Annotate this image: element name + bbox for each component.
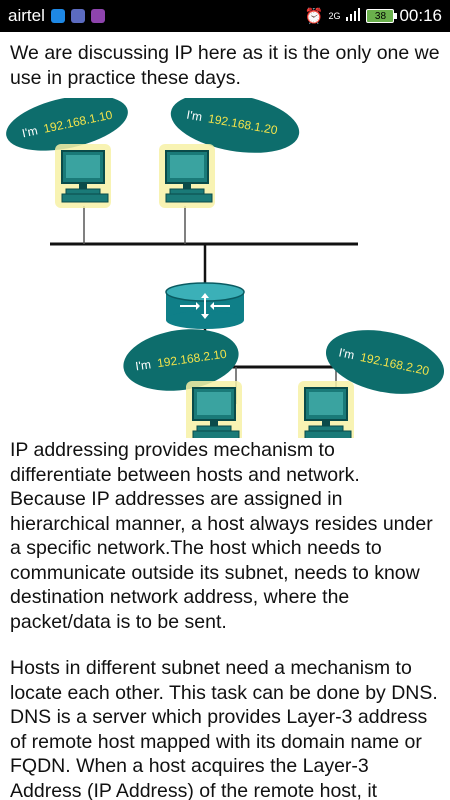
ip-bubble-3: I'm 192.168.2.10 — [123, 329, 239, 391]
clock: 00:16 — [399, 6, 442, 25]
ip-bubble-2: I'm 192.168.1.20 — [170, 98, 300, 153]
router-icon — [165, 282, 245, 329]
network-diagram: I'm 192.168.1.10 I'm 192.168.1.20 I'm 19… — [6, 98, 445, 438]
paragraph-dns: Hosts in different subnet need a mechani… — [10, 657, 438, 800]
carrier-label: airtel — [8, 6, 45, 25]
notification-icon — [50, 9, 65, 23]
computer-icon-2 — [158, 143, 216, 209]
computer-icon-4 — [297, 380, 355, 438]
alarm-icon: ⏰ — [304, 8, 324, 25]
app-icon — [90, 9, 105, 23]
paragraph-addressing: IP addressing provides mechanism to diff… — [10, 439, 433, 633]
signal-icon — [345, 6, 361, 26]
battery-icon: 38 — [366, 9, 398, 23]
intro-paragraph: We are discussing IP here as it is the o… — [10, 42, 440, 89]
article: We are discussing IP here as it is the o… — [0, 32, 450, 800]
status-bar: airtel ⏰ 2G 38 00:16 — [0, 0, 450, 32]
computer-icon-1 — [54, 143, 112, 209]
computer-icon-3 — [185, 380, 243, 438]
ip-bubble-4: I'm 192.168.2.20 — [325, 330, 445, 394]
ip-bubble-1: I'm 192.168.1.10 — [6, 98, 128, 151]
network-type: 2G — [328, 10, 341, 21]
gallery-icon — [70, 9, 85, 23]
